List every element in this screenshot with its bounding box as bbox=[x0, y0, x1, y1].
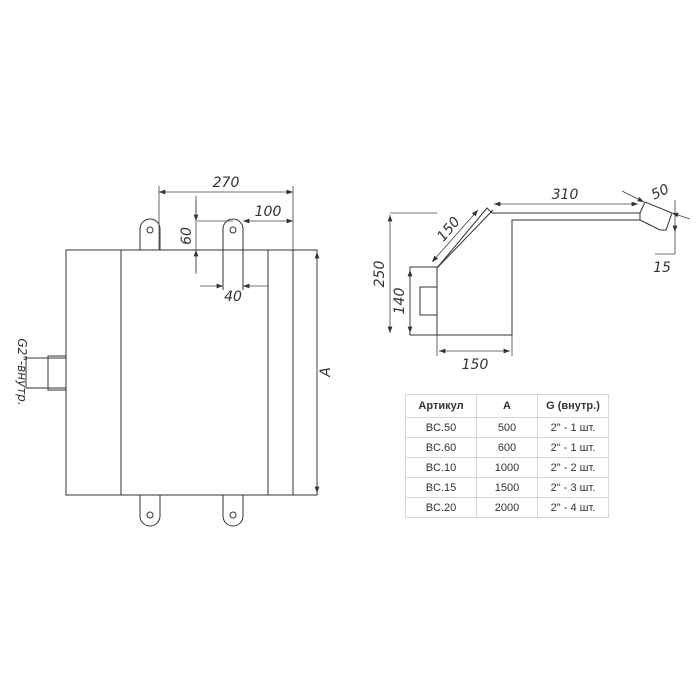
dim-250: 250 bbox=[372, 261, 388, 288]
dim-150-depth: 150 bbox=[462, 357, 489, 373]
dim-A: A bbox=[318, 367, 334, 378]
dim-270: 270 bbox=[213, 175, 240, 191]
cell: 1000 bbox=[476, 457, 538, 478]
mounting-lug bbox=[139, 495, 161, 527]
cell: 2" - 4 шт. bbox=[537, 497, 609, 518]
cell: 2" - 1 шт. bbox=[537, 417, 609, 438]
mounting-lug bbox=[139, 218, 161, 250]
dim-15: 15 bbox=[653, 260, 671, 276]
cell: BC.15 bbox=[405, 477, 477, 498]
cell: 2" - 1 шт. bbox=[537, 437, 609, 458]
front-view: 270 100 60 40 A G2"-внутр. bbox=[15, 175, 334, 527]
connection-label: G2"-внутр. bbox=[15, 338, 29, 405]
cell: BC.10 bbox=[405, 457, 477, 478]
header-g: G (внутр.) bbox=[537, 394, 609, 418]
mounting-lug bbox=[222, 495, 244, 527]
dim-50: 50 bbox=[649, 181, 672, 203]
dim-150-slant: 150 bbox=[434, 214, 463, 245]
header-article: Артикул bbox=[405, 394, 477, 418]
cell: 1500 bbox=[476, 477, 538, 498]
dim-100: 100 bbox=[255, 204, 282, 220]
header-a: A bbox=[476, 394, 538, 418]
cell: 2" - 2 шт. bbox=[537, 457, 609, 478]
dim-310: 310 bbox=[552, 187, 579, 203]
cell: 2" - 3 шт. bbox=[537, 477, 609, 498]
cell: BC.50 bbox=[405, 417, 477, 438]
dim-40: 40 bbox=[224, 289, 242, 305]
cell: 600 bbox=[476, 437, 538, 458]
mounting-lug bbox=[222, 218, 244, 290]
cell: 2000 bbox=[476, 497, 538, 518]
dim-140: 140 bbox=[392, 288, 408, 315]
side-view: 250 140 150 150 310 50 15 bbox=[372, 181, 691, 373]
cell: 500 bbox=[476, 417, 538, 438]
cell: BC.20 bbox=[405, 497, 477, 518]
dim-60: 60 bbox=[179, 227, 195, 245]
cell: BC.60 bbox=[405, 437, 477, 458]
table-header: Артикул A G (внутр.) bbox=[405, 394, 609, 418]
pipe-connection bbox=[25, 357, 67, 389]
